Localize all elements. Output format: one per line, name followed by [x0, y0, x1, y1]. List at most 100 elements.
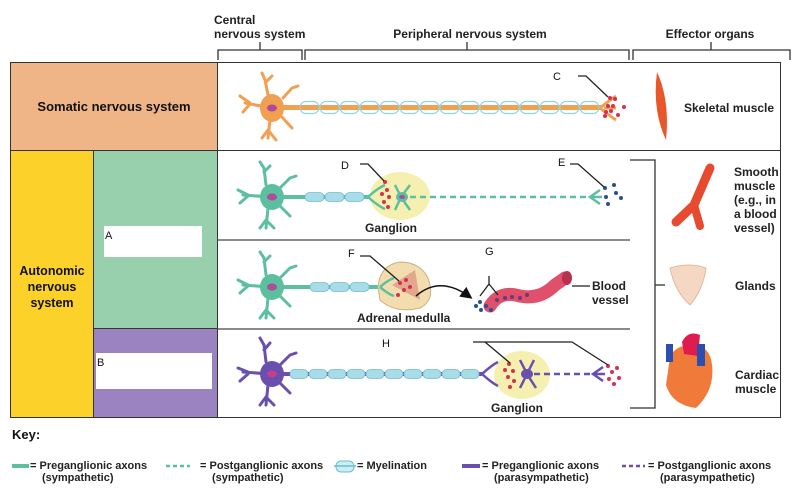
myelin-segment [384, 369, 404, 379]
key-item-2-line2: (sympathetic) [212, 472, 284, 484]
cardiac-muscle-label: Cardiac muscle [735, 368, 779, 396]
somatic-axon [282, 105, 602, 110]
key-item-3-line1: = Myelination [357, 460, 427, 472]
key-item-preganglionic-parasympathetic: = Preganglionic axons (parasympathetic) [482, 460, 599, 484]
ganglion-parasympathetic-label: Ganglion [491, 401, 543, 415]
label-b: B [97, 357, 105, 369]
header-central-line2: nervous system [214, 27, 306, 41]
key-item-2-line1: = Postganglionic axons [200, 460, 324, 472]
myelin-segment [346, 369, 366, 379]
effector-bracket [630, 159, 656, 409]
header-peripheral-nervous-system: Peripheral nervous system [393, 27, 547, 41]
myelin-segment [324, 192, 345, 202]
label-d: D [341, 160, 349, 172]
key-solid-green-line-icon [12, 464, 29, 468]
key-myelin-sheath-icon [334, 460, 356, 473]
myelin-segment [344, 192, 365, 202]
key-item-preganglionic-sympathetic: = Preganglionic axons (sympathetic) [30, 460, 147, 484]
myelin-segment [422, 369, 442, 379]
cardiac-muscle-label-line2: muscle [735, 382, 777, 396]
key-icons [12, 460, 645, 473]
myelin-segment [479, 100, 500, 115]
myelin-segment [441, 369, 461, 379]
somatic-label: Somatic nervous system [37, 99, 191, 114]
sym1-preganglionic-neurotransmitters [380, 180, 391, 209]
label-c: C [553, 71, 561, 83]
myelin-segment [365, 369, 385, 379]
myelin-segment [579, 100, 600, 115]
myelin-segment [379, 100, 400, 115]
somatic-nucleus [267, 104, 277, 112]
key-item-5-line1: = Postganglionic axons [648, 460, 772, 472]
blank-box-b[interactable]: B [96, 353, 212, 389]
myelin-segment [319, 100, 340, 115]
myelin-segment [339, 100, 360, 115]
sym1-norepinephrine [603, 183, 623, 206]
blood-vessel-label-line2: vessel [592, 293, 629, 307]
myelin-segment [539, 100, 560, 115]
cardiac-muscle-image [666, 333, 713, 408]
key-item-4-line2: (parasympathetic) [494, 472, 589, 484]
myelin-segment [304, 192, 325, 202]
myelin-segment [349, 282, 370, 292]
leader-line-g [479, 276, 499, 297]
key-item-4-line1: = Preganglionic axons [482, 460, 600, 472]
smooth-muscle-image [671, 163, 715, 230]
key-item-1-line1: = Preganglionic axons [30, 460, 148, 472]
somatic-axon-terminal [599, 94, 617, 122]
key-item-myelination: = Myelination [357, 460, 427, 472]
label-e: E [558, 157, 566, 169]
adrenal-medulla-label: Adrenal medulla [357, 311, 451, 325]
myelin-segment [439, 100, 460, 115]
myelin-segment [327, 369, 347, 379]
header-effector-organs: Effector organs [665, 27, 755, 41]
autonomic-label-line2: nervous [27, 280, 77, 294]
smooth-muscle-label-line3: (e.g., in [734, 193, 776, 207]
myelin-segment [399, 100, 420, 115]
skeletal-muscle-image [655, 72, 667, 140]
parasympathetic-neuron [236, 336, 482, 407]
key-title: Key: [12, 427, 41, 442]
myelin-segment [499, 100, 520, 115]
sympathetic-neuron-2 [236, 250, 382, 320]
ganglion-sympathetic-label: Ganglion [365, 221, 417, 235]
glands-label: Glands [735, 279, 776, 293]
autonomic-label-line3: system [30, 296, 74, 310]
adrenal-arrow [415, 285, 473, 299]
smooth-muscle-label: Smooth muscle (e.g., in a blood vessel) [734, 165, 779, 235]
autonomic-label-line1: Autonomic [19, 264, 85, 278]
autonomic-label: Autonomic nervous system [11, 263, 93, 311]
leader-line-f [360, 255, 400, 282]
somatic-neuron [238, 71, 626, 142]
smooth-muscle-label-line2: muscle [734, 179, 776, 193]
somatic-row-label-cell: Somatic nervous system [10, 62, 218, 151]
blank-box-a[interactable]: A [104, 226, 202, 257]
key-solid-purple-line-icon [462, 464, 480, 468]
blood-vessel-label-line1: Blood [592, 279, 626, 293]
myelin-segment [309, 282, 330, 292]
somatic-neurotransmitters [603, 96, 626, 118]
glands-image [669, 264, 707, 306]
autonomic-label-cell: Autonomic nervous system [10, 150, 94, 418]
myelin-segment [329, 282, 350, 292]
blood-vessel-image [483, 271, 572, 313]
myelin-segment [308, 369, 328, 379]
smooth-muscle-label-line5: vessel) [734, 221, 775, 235]
myelin-segment [519, 100, 540, 115]
label-h: H [382, 338, 390, 350]
leader-line-h2 [485, 341, 609, 366]
sympathetic-neuron-1 [236, 160, 370, 230]
leader-line-c [578, 75, 609, 98]
blood-vessel-label: Blood vessel [592, 279, 629, 307]
myelin-segment [359, 100, 380, 115]
key-item-postganglionic-sympathetic: = Postganglionic axons (sympathetic) [200, 460, 323, 484]
skeletal-muscle-label: Skeletal muscle [684, 101, 775, 115]
key-item-5-line2: (parasympathetic) [660, 472, 755, 484]
label-f: F [348, 248, 355, 260]
myelin-segment [403, 369, 423, 379]
leader-line-d [360, 163, 385, 182]
myelin-segment [419, 100, 440, 115]
myelin-segment [459, 100, 480, 115]
